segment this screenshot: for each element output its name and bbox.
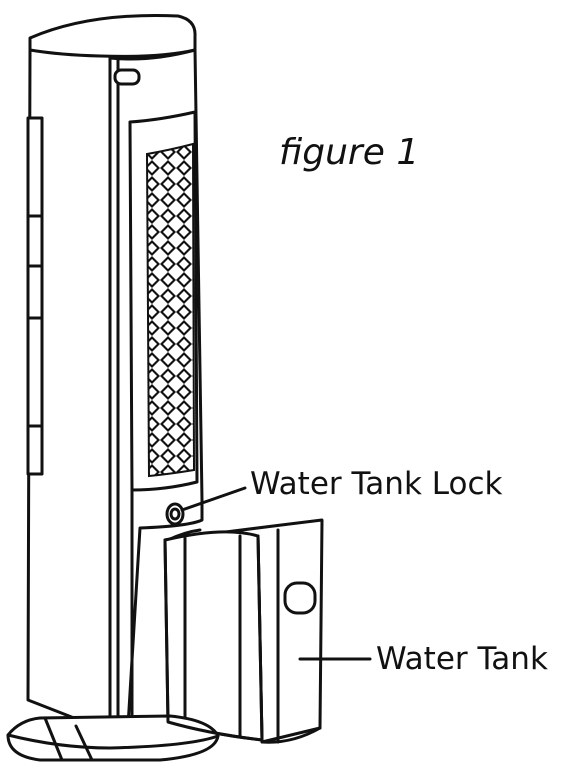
water-tank-lock-label: Water Tank Lock (250, 466, 503, 502)
body-front-face (108, 48, 204, 728)
side-vent-icon (26, 116, 44, 476)
figure-title: figure 1 (279, 132, 420, 173)
cooling-pad-mesh (145, 142, 196, 478)
control-button-icon (113, 68, 141, 86)
water-tank-lock-icon (165, 502, 185, 526)
water-tank-shell (163, 530, 264, 742)
top-cap (28, 13, 197, 58)
base-stand (6, 714, 220, 762)
water-tank-label: Water Tank (376, 641, 548, 677)
lock-leader-line (180, 486, 247, 512)
tank-handle-icon (283, 581, 317, 615)
